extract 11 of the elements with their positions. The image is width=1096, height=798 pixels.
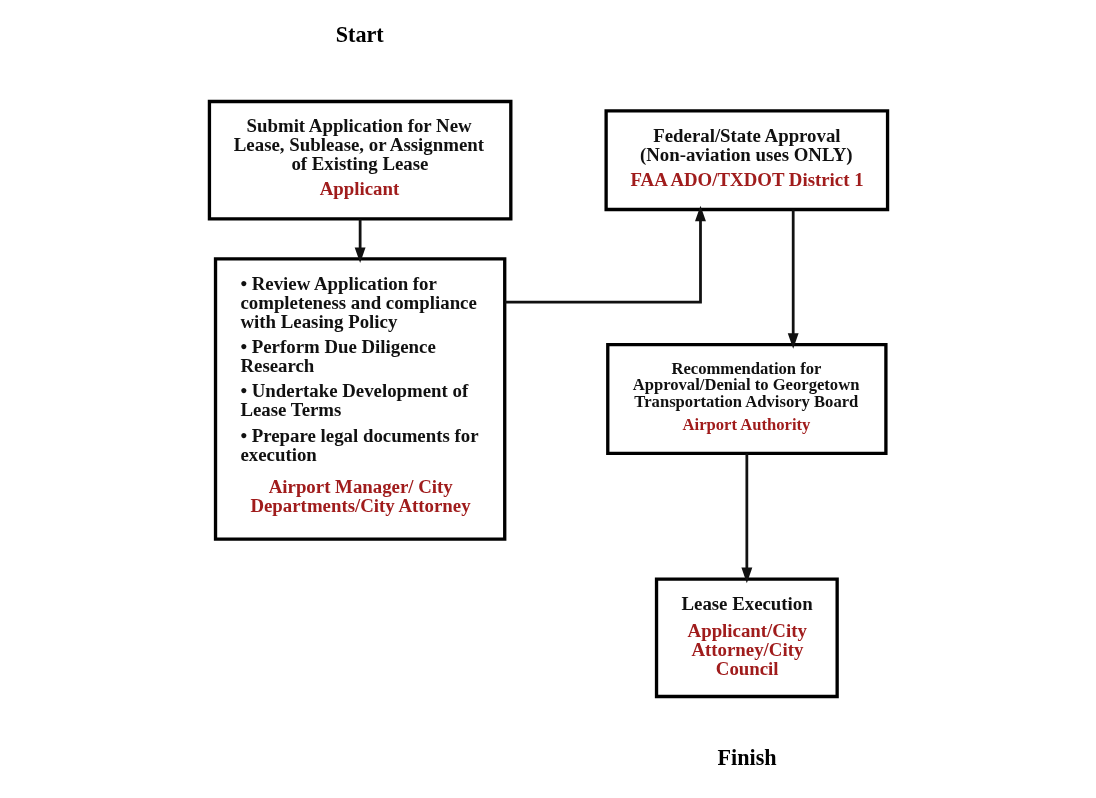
arrow [354, 219, 366, 263]
node-box: Recommendation for Approval/Denial to Georgetown Transportation Advisory Board Airport Authority [605, 343, 888, 455]
label: Finish [716, 745, 777, 771]
arrow [740, 453, 752, 584]
arrow [504, 205, 706, 304]
label: Start [335, 21, 384, 47]
node-box: Lease Execution Applicant/City Attorney/City Council [654, 577, 839, 699]
node-box: • Review Application for completeness and compliance with Leasing Policy • Perform Due Diligence Research • Undertake Development of Lease Terms • Prepare legal documents for execution Airport Manager/ City Departments/City Attorney [213, 257, 506, 541]
arrow [787, 209, 799, 349]
node-box: Submit Application for New Lease, Sublease, or Assignment of Existing Lease Applicant [207, 99, 512, 221]
node-box: Federal/State Approval (Non-aviation uses ONLY) FAA ADO/TXDOT District 1 [603, 109, 889, 212]
